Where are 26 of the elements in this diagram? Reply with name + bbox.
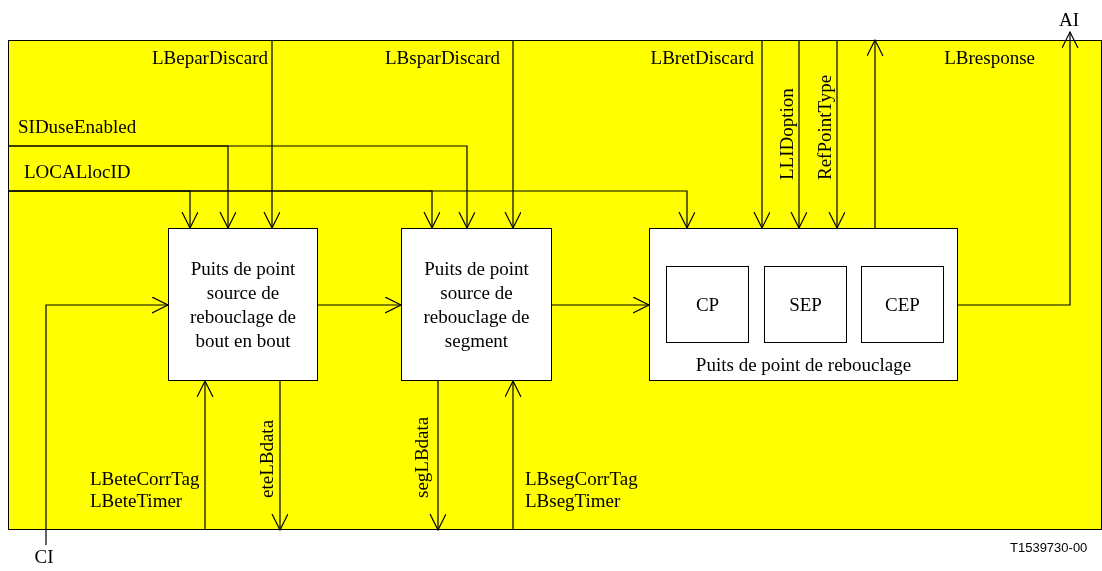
arrow — [866, 39, 884, 229]
arrow — [271, 380, 289, 531]
arrow — [504, 39, 522, 229]
function-box: SEP — [764, 266, 847, 343]
arrow — [828, 39, 846, 229]
arrow — [263, 39, 281, 229]
arrow — [790, 39, 808, 229]
arrow — [957, 31, 1079, 306]
arrow — [7, 145, 476, 229]
function-box: CEP — [861, 266, 944, 343]
arrow — [196, 380, 214, 531]
arrow — [551, 296, 650, 314]
interface-label: CI — [30, 545, 58, 569]
arrow — [429, 380, 447, 531]
arrow — [753, 39, 771, 229]
arrow — [317, 296, 402, 314]
arrow — [7, 190, 696, 229]
interface-label: AI — [1055, 8, 1083, 32]
arrow — [45, 296, 169, 546]
box-title: Puits de point de rebouclage — [694, 354, 913, 376]
arrow — [504, 380, 522, 531]
process-box: Puits de point source de rebouclage de segment — [401, 228, 552, 381]
figure-number: T1539730-00 — [1010, 540, 1088, 555]
process-box — [649, 228, 958, 381]
process-box: Puits de point source de rebouclage de bout en bout — [168, 228, 318, 381]
function-box: CP — [666, 266, 749, 343]
